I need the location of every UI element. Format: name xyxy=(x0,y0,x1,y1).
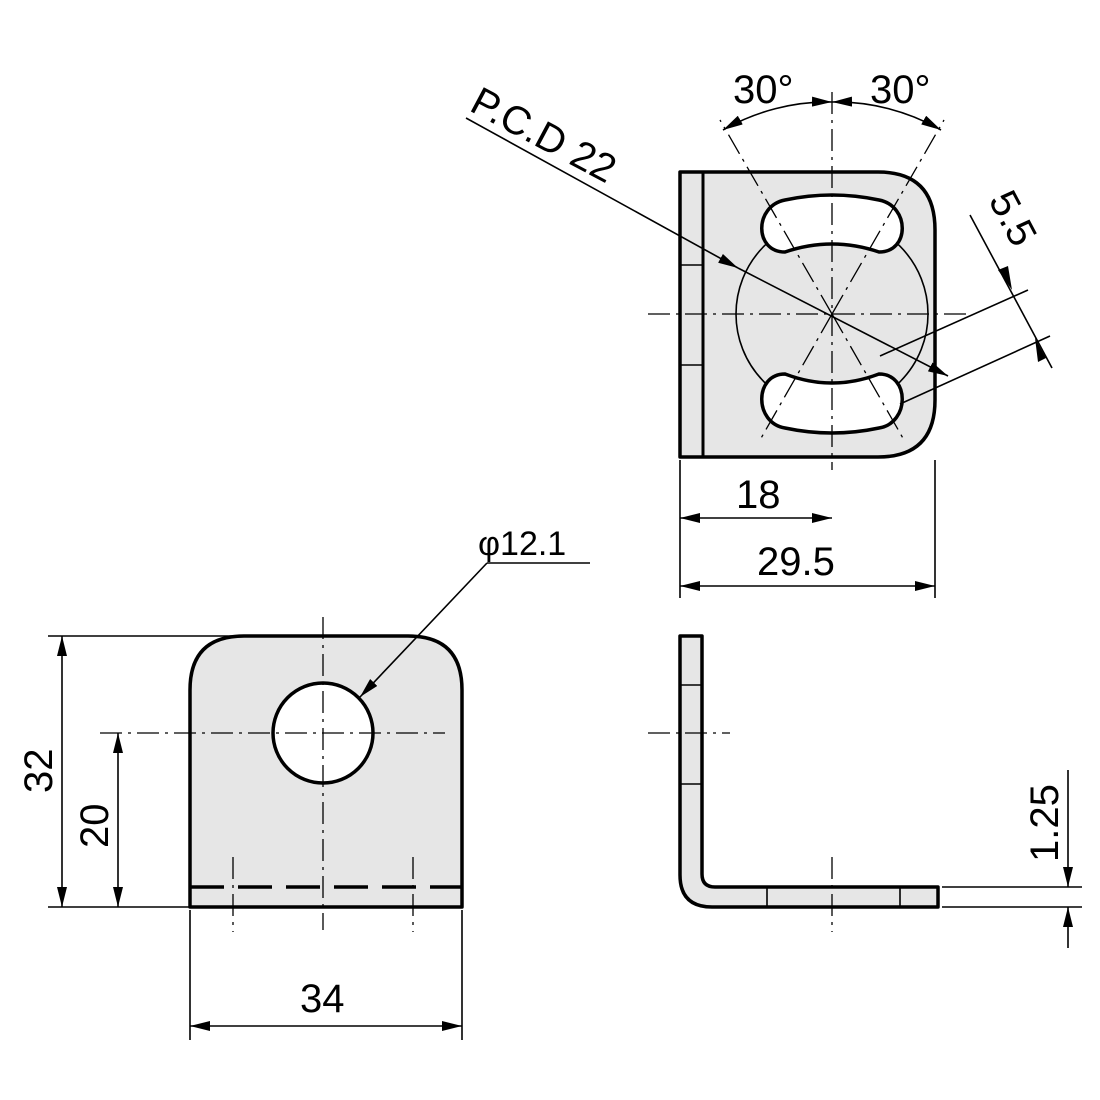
slot-width-extension-2 xyxy=(899,335,1051,405)
pcd-leader-through xyxy=(737,267,949,377)
hole-diameter-label: φ12.1 xyxy=(478,525,566,563)
height-label: 32 xyxy=(17,749,61,794)
front-view: φ12.1 32 20 34 xyxy=(17,525,590,1040)
pcd-label: P.C.D 22 xyxy=(464,79,623,192)
pcd-leader xyxy=(465,117,739,269)
slot-width-label: 5.5 xyxy=(980,184,1045,254)
thickness-label: 1.25 xyxy=(1023,784,1067,862)
side-view-profile xyxy=(678,634,940,909)
angle-right-label: 30° xyxy=(870,68,931,112)
hole-diameter-leader xyxy=(359,562,488,698)
slot-width-arrow-1 xyxy=(998,266,1012,290)
top-width-label: 29.5 xyxy=(757,540,835,584)
slot-axis-right-lower xyxy=(831,313,905,441)
slot-axis-left-lower xyxy=(759,313,833,441)
hole-height-label: 20 xyxy=(73,804,117,849)
slot-axis-left-upper xyxy=(719,119,833,315)
hole-offset-label: 18 xyxy=(736,473,781,517)
angle-arc-right xyxy=(831,96,942,131)
side-view: 1.25 xyxy=(648,634,1082,948)
slot-width-arrow-2 xyxy=(1035,338,1046,362)
slot-width-dimension-line xyxy=(969,214,1053,369)
width-label: 34 xyxy=(300,977,345,1021)
angle-arc-left xyxy=(722,96,833,131)
slot-width-extension-1 xyxy=(879,289,1029,357)
top-view: 30° 30° P.C.D 22 5.5 18 29.5 xyxy=(464,68,1053,598)
slot-axis-right-upper xyxy=(831,119,945,315)
angle-left-label: 30° xyxy=(733,68,794,112)
